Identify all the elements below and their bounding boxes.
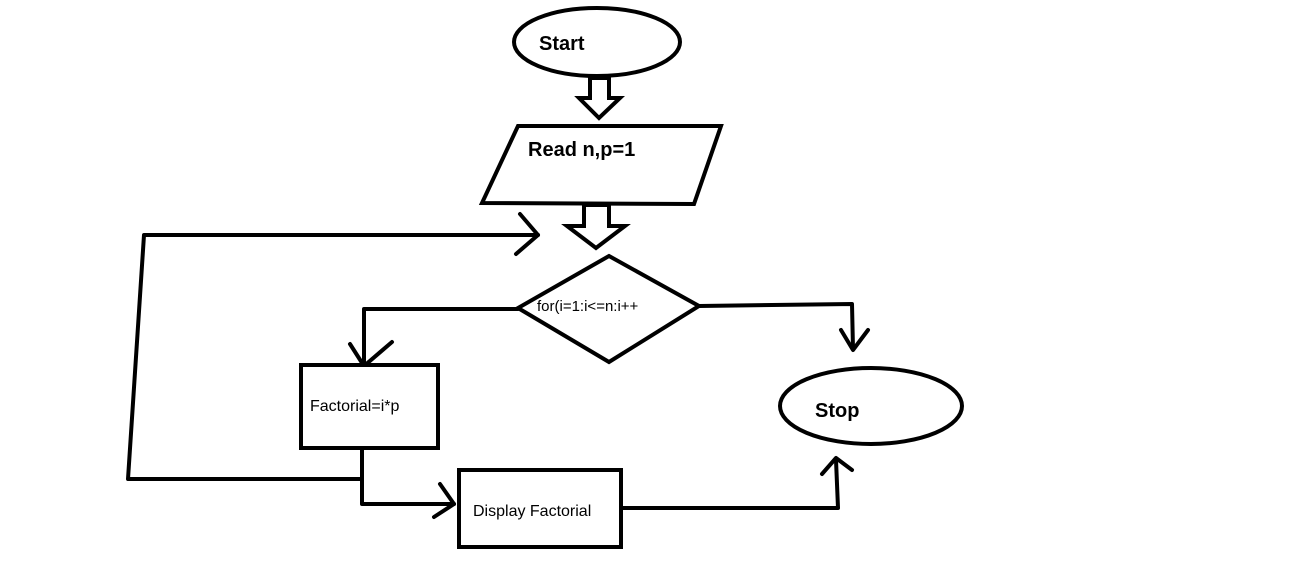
loop-node: for(i=1:i<=n:i++ xyxy=(514,253,703,365)
arrow-loop-to-stop xyxy=(697,302,870,352)
read-label: Read n,p=1 xyxy=(528,139,635,161)
arrow-read-to-loop xyxy=(561,203,631,251)
arrow-factorial-to-display xyxy=(360,447,456,519)
display-node: Display Factorial xyxy=(457,468,623,549)
factorial-node: Factorial=i*p xyxy=(299,363,440,450)
stop-node: Stop xyxy=(778,366,964,446)
arrow-loopback xyxy=(126,212,540,481)
arrow-start-to-read xyxy=(574,76,625,121)
start-node: Start xyxy=(512,6,682,78)
factorial-label: Factorial=i*p xyxy=(310,398,399,415)
display-label: Display Factorial xyxy=(473,503,591,520)
read-node: Read n,p=1 xyxy=(478,124,724,207)
start-label: Start xyxy=(539,33,585,55)
stop-label: Stop xyxy=(815,400,859,422)
arrow-loop-to-factorial xyxy=(348,307,520,368)
arrow-display-to-stop xyxy=(619,456,854,510)
loop-label: for(i=1:i<=n:i++ xyxy=(537,298,639,315)
